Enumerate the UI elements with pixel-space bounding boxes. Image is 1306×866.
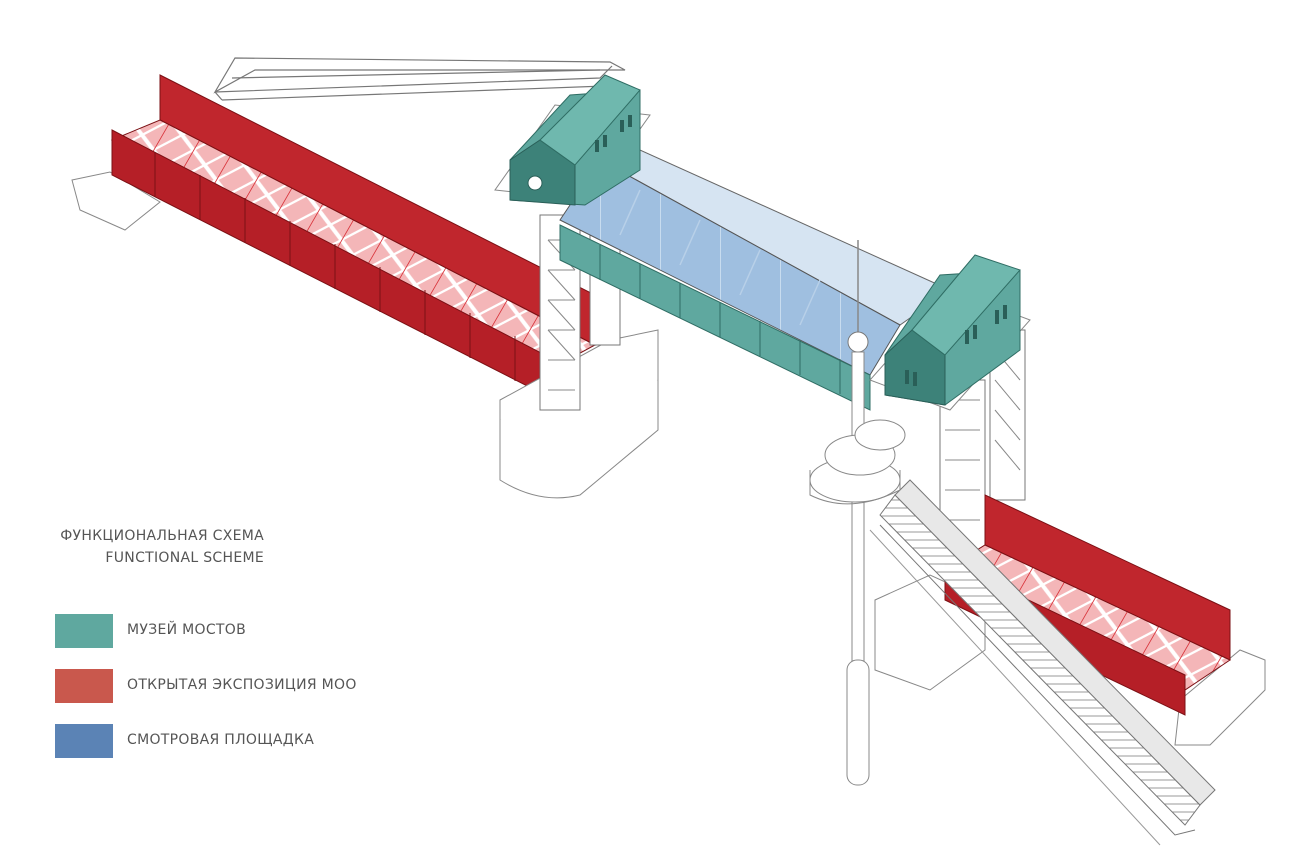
legend-label-museum: МУЗЕЙ МОСТОВ [127, 622, 247, 638]
spiral-ramp-mast [809, 240, 906, 786]
left-exhibition-span [71, 74, 597, 396]
legend-label-exhibition: ОТКРЫТАЯ ЭКСПОЗИЦИЯ МОО [127, 677, 357, 693]
left-museum-house [494, 74, 651, 206]
legend-swatch-exhibition [55, 669, 113, 703]
observation-gallery [559, 149, 952, 411]
legend-swatch-museum [55, 614, 113, 648]
upper-escalator [213, 57, 626, 101]
diagram-title: ФУНКЦИОНАЛЬНАЯ СХЕМА FUNCTIONAL SCHEME [58, 525, 264, 569]
title-ru: ФУНКЦИОНАЛЬНАЯ СХЕМА [60, 528, 264, 544]
lower-escalator [869, 479, 1216, 846]
right-museum-house [869, 254, 1031, 411]
left-pier-base [71, 171, 161, 231]
legend-swatch-observation [55, 724, 113, 758]
title-en: FUNCTIONAL SCHEME [105, 550, 264, 566]
legend-label-observation: СМОТРОВАЯ ПЛОЩАДКА [127, 732, 315, 748]
